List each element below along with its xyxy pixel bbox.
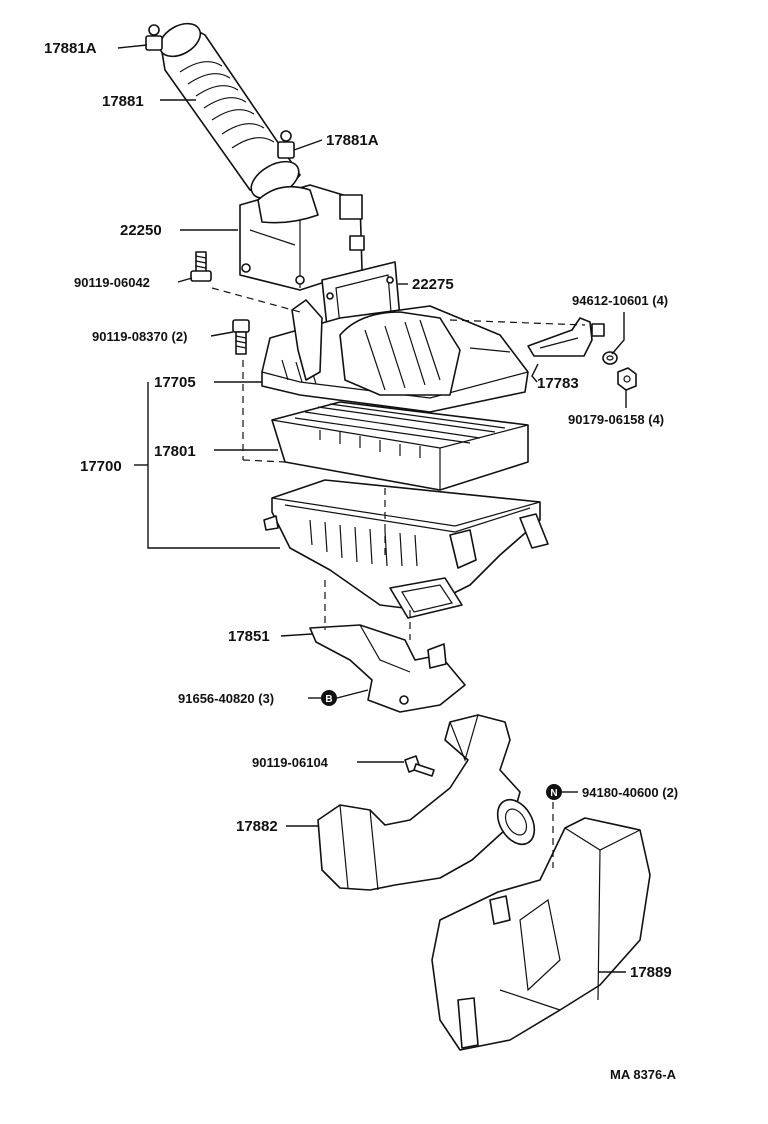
callout-b-symbol: B: [321, 690, 337, 706]
hose-clamp-right-drawing: [277, 130, 295, 159]
intake-hose-drawing: [158, 22, 301, 200]
filter-element-drawing: [271, 401, 529, 491]
hose-clamp-top-drawing: [145, 24, 163, 51]
label-90119-08370: 90119-08370 (2): [92, 329, 187, 344]
label-17882: 17882: [236, 818, 278, 835]
label-22275: 22275: [412, 276, 454, 293]
bracket-17851-drawing: [309, 624, 466, 713]
label-17881a-top: 17881A: [44, 40, 97, 57]
bolt-06104-drawing: [404, 755, 435, 777]
label-17851: 17851: [228, 628, 270, 645]
air-flow-meter-drawing: [239, 184, 365, 291]
diagram-reference-code: MA 8376-A: [610, 1067, 677, 1082]
leader-lines: [117, 44, 627, 973]
label-94180-40600: 94180-40600 (2): [582, 785, 678, 800]
label-91656-40820: 91656-40820 (3): [178, 691, 274, 706]
label-22250: 22250: [120, 222, 162, 239]
label-90119-06104: 90119-06104: [252, 755, 329, 770]
air-cleaner-case-drawing: [263, 479, 549, 619]
callout-b-letter: B: [325, 694, 332, 705]
resonator-17889-drawing: [431, 817, 651, 1051]
label-17881a-right: 17881A: [326, 132, 379, 149]
label-17801: 17801: [154, 443, 196, 460]
label-90179-06158: 90179-06158 (4): [568, 412, 664, 427]
label-17783: 17783: [537, 375, 579, 392]
label-17700: 17700: [80, 458, 122, 475]
callout-n-letter: N: [550, 788, 557, 799]
label-17881: 17881: [102, 93, 144, 110]
label-17705: 17705: [154, 374, 196, 391]
washer-94612-drawing: [602, 351, 618, 365]
intake-duct-17882-drawing: [317, 714, 536, 891]
bracket-17783-drawing: [527, 317, 605, 357]
alignment-lines: [211, 287, 586, 868]
bolt-08370-drawing: [232, 319, 250, 355]
nut-90179-drawing: [617, 367, 637, 391]
bolt-06042-drawing: [190, 251, 212, 282]
callout-n-symbol: N: [546, 784, 562, 800]
label-17889: 17889: [630, 964, 672, 981]
air-cleaner-cap-drawing: [261, 299, 529, 413]
label-90119-06042: 90119-06042: [74, 275, 150, 290]
label-94612-10601: 94612-10601 (4): [572, 293, 668, 308]
